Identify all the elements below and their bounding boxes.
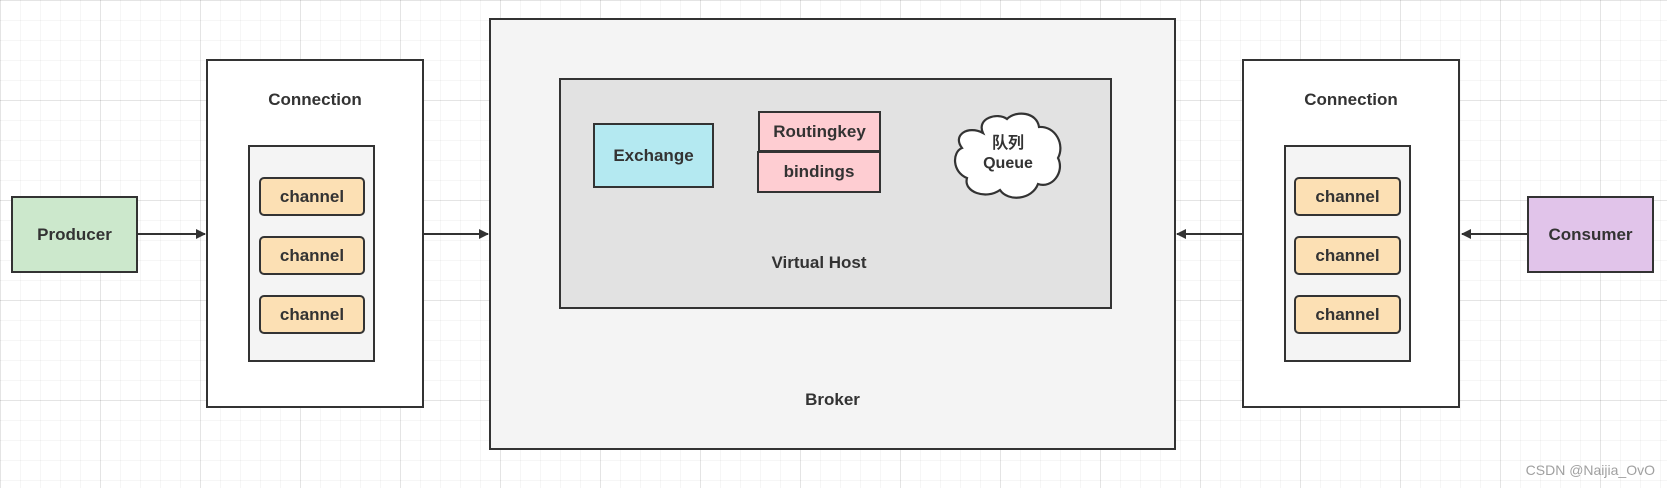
right-channel-1-label: channel <box>1315 186 1380 206</box>
producer-label: Producer <box>37 224 112 244</box>
left-channel-2: channel <box>259 236 365 275</box>
bindings-label: bindings <box>783 162 855 181</box>
right-channel-1: channel <box>1294 177 1401 216</box>
left-channel-1-label: channel <box>279 186 345 206</box>
broker-label: Broker <box>805 390 860 409</box>
right-connection-title: Connection <box>1304 90 1398 109</box>
left-channel-1: channel <box>259 177 365 216</box>
virtual-host-label: Virtual Host <box>771 253 867 272</box>
left-channel-2-label: channel <box>279 245 345 265</box>
routingkey-label: Routingkey <box>773 121 866 141</box>
exchange-node: Exchange <box>593 123 714 188</box>
queue-label-en: Queue <box>983 155 1033 172</box>
watermark-text: CSDN @Naijia_OvO <box>1525 462 1655 478</box>
cloud-icon <box>954 112 1062 199</box>
right-channel-3-label: channel <box>1315 304 1380 324</box>
left-connection-title: Connection <box>268 90 362 109</box>
left-channel-3: channel <box>259 295 365 334</box>
queue-node: 队列 Queue <box>950 110 1066 202</box>
queue-label-cn: 队列 <box>991 135 1024 152</box>
right-channel-2: channel <box>1294 236 1401 275</box>
exchange-label: Exchange <box>613 145 694 165</box>
right-channel-2-label: channel <box>1315 245 1380 265</box>
left-channel-3-label: channel <box>279 304 345 324</box>
routingkey-box: Routingkey <box>758 111 881 152</box>
right-channel-3: channel <box>1294 295 1401 334</box>
bindings-box: bindings <box>757 151 881 193</box>
consumer-node: Consumer <box>1527 196 1654 273</box>
producer-node: Producer <box>11 196 138 273</box>
consumer-label: Consumer <box>1548 224 1633 244</box>
